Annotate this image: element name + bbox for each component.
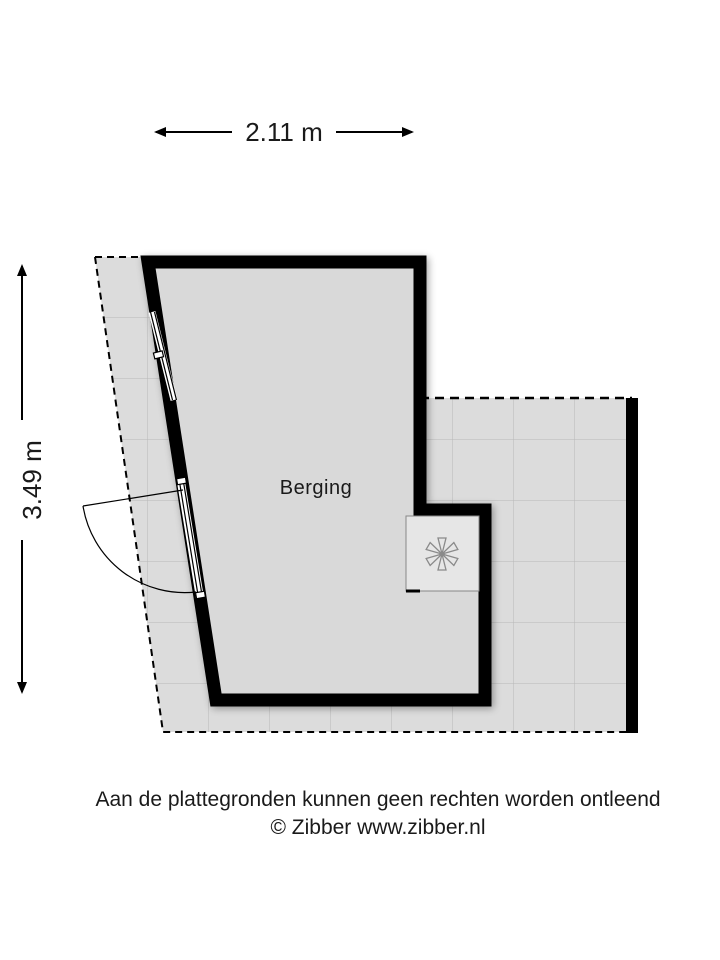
room-floor — [140, 255, 492, 707]
height-dimension-label: 3.49 m — [17, 440, 47, 520]
disclaimer-text: Aan de plattegronden kunnen geen rechten… — [95, 788, 661, 811]
door-leaf — [82, 489, 184, 507]
window — [148, 311, 178, 401]
door-swing-arc — [82, 505, 197, 594]
terrace — [94, 256, 638, 733]
door — [82, 476, 207, 600]
width-dimension: 2.11 m — [154, 117, 414, 147]
fan-icon — [425, 537, 459, 571]
room-berging — [140, 255, 492, 707]
copyright-text: © Zibber www.zibber.nl — [270, 816, 486, 839]
height-dimension: 3.49 m — [17, 264, 47, 694]
room-label-berging: Berging — [280, 477, 352, 499]
width-dimension-label: 2.11 m — [245, 117, 323, 147]
ventilation-unit — [405, 515, 480, 593]
boundary-wall — [626, 398, 638, 733]
